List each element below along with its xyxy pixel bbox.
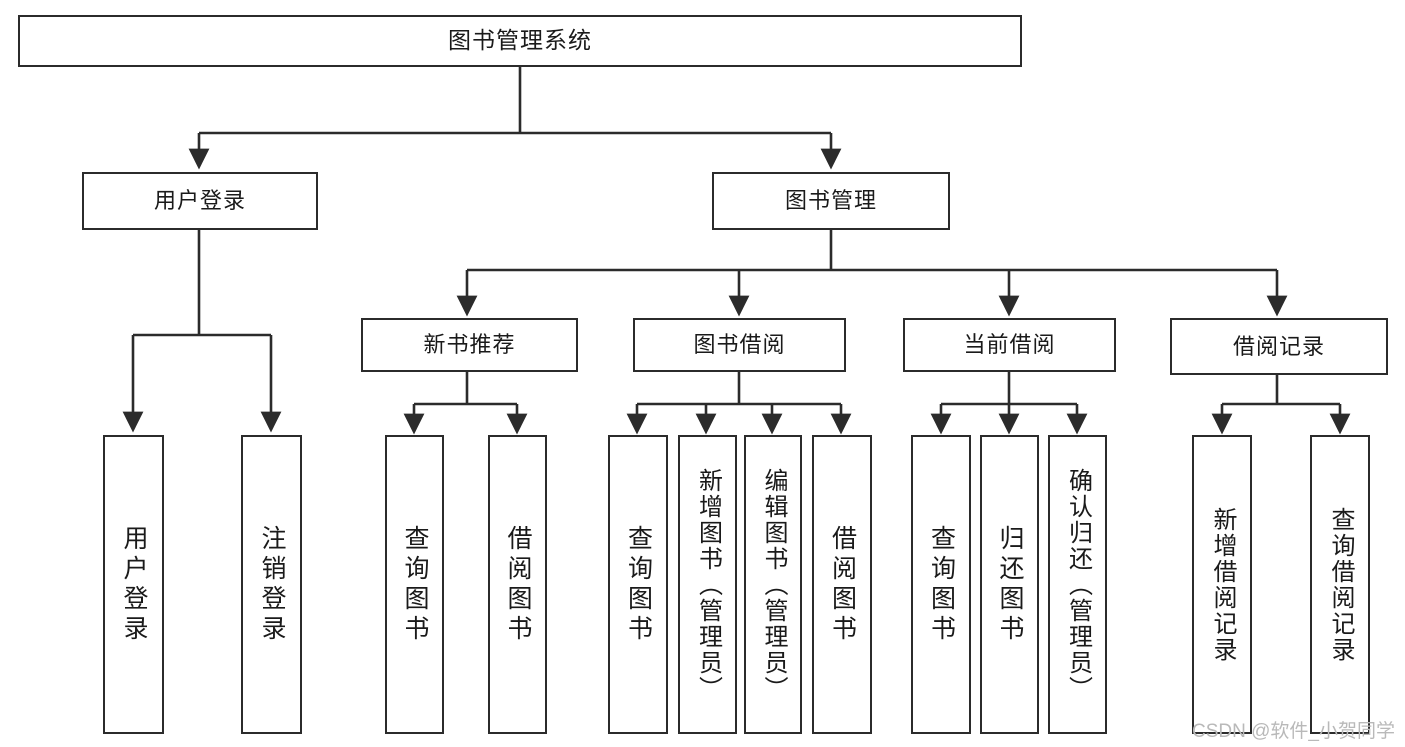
- leaf-query-book-borrow[interactable]: 查询图书: [608, 435, 668, 734]
- node-label: 图书借阅: [693, 332, 786, 358]
- node-label: 新书推荐: [423, 332, 516, 358]
- node-label: 借阅图书: [828, 524, 857, 645]
- node-book-borrowing[interactable]: 图书借阅: [633, 318, 846, 372]
- leaf-logout[interactable]: 注销登录: [241, 435, 302, 734]
- leaf-edit-book-admin[interactable]: 编辑图书（管理员）: [744, 435, 802, 734]
- leaf-borrow-book[interactable]: 借阅图书: [812, 435, 872, 734]
- node-label: 图书管理系统: [448, 27, 592, 54]
- node-book-management[interactable]: 图书管理: [712, 172, 950, 230]
- node-label: 注销登录: [258, 524, 286, 645]
- leaf-query-book-current[interactable]: 查询图书: [911, 435, 971, 734]
- node-label: 当前借阅: [963, 332, 1056, 358]
- node-label: 确认归还（管理员）: [1064, 467, 1092, 702]
- leaf-add-borrow-record[interactable]: 新增借阅记录: [1192, 435, 1252, 734]
- node-current-borrowing[interactable]: 当前借阅: [903, 318, 1116, 372]
- leaf-query-book-recommend[interactable]: 查询图书: [385, 435, 444, 734]
- node-label: 新增图书（管理员）: [694, 467, 722, 702]
- node-label: 查询图书: [927, 524, 956, 645]
- node-label: 查询借阅记录: [1327, 506, 1354, 663]
- node-label: 查询图书: [624, 524, 653, 645]
- leaf-return-book[interactable]: 归还图书: [980, 435, 1039, 734]
- leaf-confirm-return-admin[interactable]: 确认归还（管理员）: [1048, 435, 1107, 734]
- node-label: 用户登录: [153, 188, 246, 214]
- leaf-query-borrow-record[interactable]: 查询借阅记录: [1310, 435, 1370, 734]
- node-label: 新增借阅记录: [1209, 506, 1236, 663]
- csdn-watermark: CSDN @软件_小贺同学: [1192, 721, 1395, 742]
- leaf-add-book-admin[interactable]: 新增图书（管理员）: [678, 435, 737, 734]
- node-user-login[interactable]: 用户登录: [82, 172, 318, 230]
- node-label: 归还图书: [996, 524, 1024, 645]
- node-root-book-management-system[interactable]: 图书管理系统: [18, 15, 1022, 67]
- node-label: 用户登录: [120, 524, 148, 645]
- leaf-user-login[interactable]: 用户登录: [103, 435, 164, 734]
- node-label: 借阅记录: [1232, 333, 1325, 359]
- leaf-borrow-book-recommend[interactable]: 借阅图书: [488, 435, 547, 734]
- node-label: 借阅图书: [504, 524, 532, 645]
- node-label: 图书管理: [784, 188, 877, 214]
- node-label: 编辑图书（管理员）: [760, 467, 787, 702]
- node-borrowing-records[interactable]: 借阅记录: [1170, 318, 1388, 375]
- node-new-book-recommendation[interactable]: 新书推荐: [361, 318, 578, 372]
- node-label: 查询图书: [401, 524, 429, 645]
